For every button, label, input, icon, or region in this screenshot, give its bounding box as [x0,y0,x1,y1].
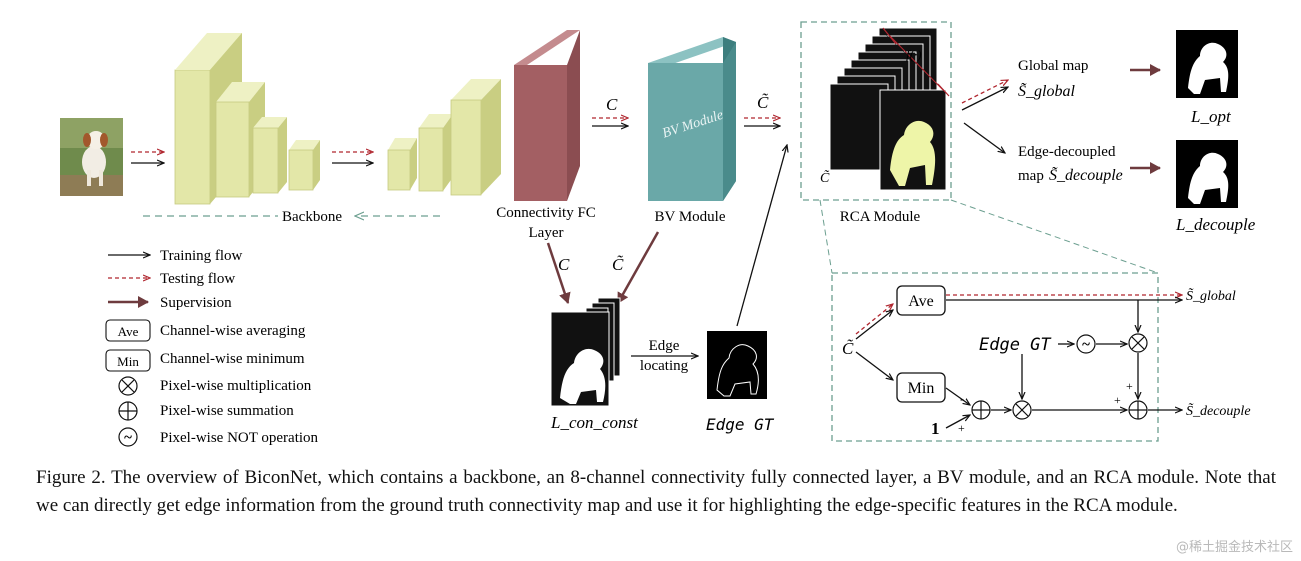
f-function-label: f(·) [906,47,922,62]
edge-gt-label: Edge GT [706,415,775,434]
c-tilde-symbol-rca: C̃ [820,170,830,186]
l-opt-label: L_opt [1190,107,1232,126]
legend-min-label: Channel-wise minimum [160,351,305,367]
figure: Backbone Connectivity FC Layer C BV Modu… [60,21,1256,447]
sum-symbol-left [971,400,991,420]
arrow-min-to-sum [945,387,970,405]
figure-caption: Figure 2. The overview of BiconNet, whic… [36,467,1276,516]
supervision-arrow-bv [616,231,660,304]
legend-ave-label: Channel-wise averaging [160,323,306,339]
fc-layer-label-2: Layer [529,225,564,241]
decoder-block-1 [387,138,417,191]
decoder-block-3 [450,79,501,196]
plus-sign-top: + [1126,379,1133,393]
not-symbol: ~ [1076,334,1096,354]
f-bracket-span [889,35,944,91]
legend-ave-symbol: Ave [118,324,139,339]
encoder-block-3 [252,117,287,194]
legend-not-icon: ~ [118,427,138,447]
edge-locating-label-1: Edge [649,338,680,354]
one-constant: 1 [931,419,940,438]
zoom-line-right [950,199,1159,274]
bv-module-label: BV Module [655,209,726,225]
train-arrow-ave [855,310,893,340]
c-tilde-symbol-top: C̃ [757,93,769,112]
watermark: @稀土掘金技术社区 [1175,540,1293,555]
decoder-block-2 [418,114,453,192]
c-symbol-down: C [558,255,570,274]
decouple-mask-image [1176,140,1238,208]
edge-decoupled-symbol: S̃_decouple [1049,166,1123,184]
edge-decoupled-label: Edge-decoupled [1018,144,1116,160]
svg-text:~: ~ [124,430,132,446]
global-map-symbol: S̃_global [1018,82,1075,100]
legend-min-box [105,349,151,372]
min-box-text: Min [908,380,935,397]
figure-canvas: Backbone Connectivity FC Layer C BV Modu… [60,21,1256,447]
rca-module-label: RCA Module [840,209,921,225]
edge-decoupled-map-word: map [1018,168,1044,184]
s-global-detail: S̃_global [1186,288,1236,304]
backbone-label: Backbone [282,209,342,225]
f-bracket-right [937,83,950,97]
c-tilde-symbol-down: C̃ [612,255,624,274]
edge-gt-image [707,331,767,399]
legend-ave-box [105,319,151,342]
mult-symbol-bottom [1012,400,1032,420]
plus-sign-one: + [958,421,965,435]
global-map-label: Global map [1018,58,1088,74]
con-const-stack [550,297,621,407]
legend-min-symbol: Min [117,354,139,369]
f-bracket-left [882,27,897,45]
opt-mask-image [1176,30,1238,98]
bv-module-block: BV Module [648,37,736,201]
test-arrow-ave [855,304,893,335]
train-arrow-min [855,351,893,380]
legend-sum-label: Pixel-wise summation [160,403,294,419]
train-arrow-decouple [963,122,1005,153]
input-dog-image [60,118,123,196]
edge-gt-detail: Edge GT [979,335,1052,355]
train-arrow-global [961,87,1008,111]
fc-layer [514,30,580,201]
fc-layer-label-1: Connectivity FC [496,205,596,221]
arrow-one-to-sum [945,415,970,429]
rca-detail-box [831,272,1159,442]
legend-training-label: Training flow [160,248,243,264]
ave-box [896,285,946,316]
svg-text:~: ~ [1082,337,1090,353]
l-decouple-label: L_decouple [1175,215,1256,234]
legend-mult-label: Pixel-wise multiplication [160,378,312,394]
edge-locating-label-2: locating [640,358,689,374]
encoder-block-4 [288,140,320,191]
legend-supervision-label: Supervision [160,295,232,311]
plus-sign-left: + [1114,393,1121,407]
rca-feature-stack [829,27,947,191]
min-box [896,372,946,403]
test-arrow-global [961,80,1008,104]
legend: Training flow Testing flow Supervision A… [105,248,319,447]
legend-testing-label: Testing flow [160,271,235,287]
c-symbol-top: C [606,95,618,114]
legend-mult-icon [118,376,138,396]
c-tilde-detail: C̃ [842,339,854,358]
ave-box-text: Ave [908,293,933,310]
s-decouple-detail: S̃_decouple [1186,403,1251,419]
l-con-const-label: L_con_const [550,413,639,432]
minus-sign: - [960,391,964,406]
legend-not-label: Pixel-wise NOT operation [160,430,319,446]
mult-symbol-top [1128,333,1148,353]
legend-sum-icon [118,401,138,421]
rca-module-box [800,21,952,201]
supervision-arrow-fc [546,242,571,304]
zoom-line-left [819,199,833,274]
edge-gt-to-rca-arrow [736,145,787,327]
sum-symbol-right [1128,400,1148,420]
